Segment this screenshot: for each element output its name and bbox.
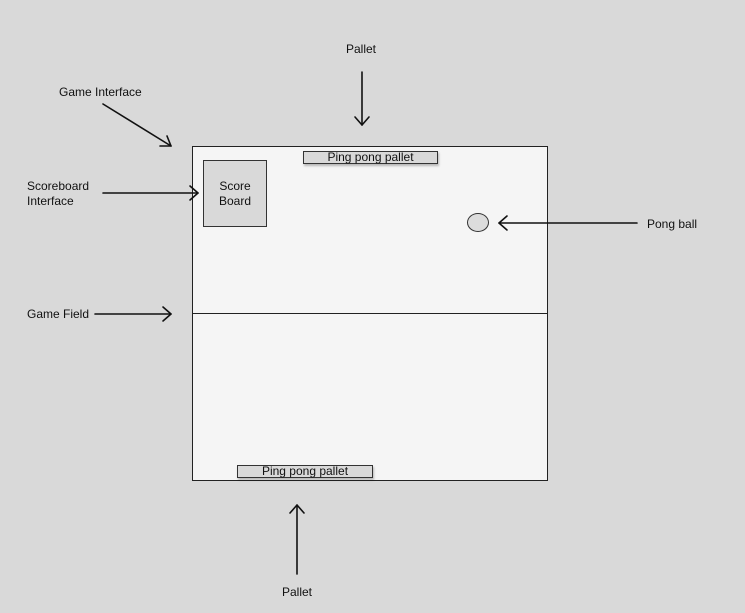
- arrow-pallet-bottom: [289, 504, 305, 575]
- arrow-pallet-top: [354, 71, 370, 126]
- arrow-pong-ball: [498, 215, 638, 231]
- label-game-interface: Game Interface: [59, 85, 142, 99]
- bottom-pallet: Ping pong pallet: [237, 465, 373, 478]
- label-pallet-bottom: Pallet: [282, 585, 313, 599]
- arrow-game-interface: [102, 103, 172, 147]
- arrow-game-field: [94, 306, 172, 322]
- label-pong-ball: Pong ball: [647, 217, 698, 231]
- center-line: [192, 313, 548, 314]
- label-game-field: Game Field: [27, 307, 90, 321]
- scoreboard-text: Score Board: [218, 178, 252, 208]
- label-scoreboard-interface: Scoreboard Interface: [27, 179, 90, 208]
- arrow-scoreboard: [102, 185, 199, 201]
- pong-ball: [467, 213, 489, 232]
- label-pallet-top: Pallet: [346, 42, 377, 56]
- top-pallet: Ping pong pallet: [303, 151, 438, 164]
- scoreboard-box: Score Board: [203, 160, 267, 227]
